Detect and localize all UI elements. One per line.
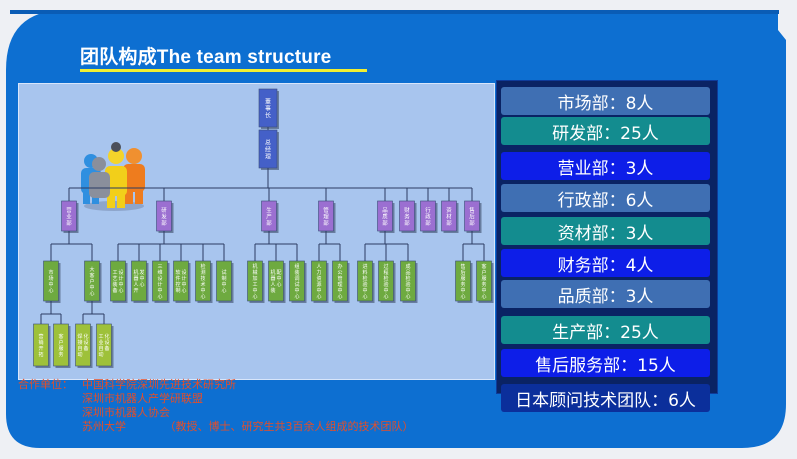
department-count-item: 财务部：4人 <box>501 249 710 277</box>
org-node-subcenter: 工业自动化设备 <box>96 323 114 368</box>
org-node-subcenter: 客户服务 <box>53 323 71 368</box>
department-count-item: 品质部：3人 <box>501 280 710 308</box>
svg-text:机器人装配中心: 机器人装配中心 <box>270 269 281 294</box>
org-node-department: 售后部 <box>464 200 482 233</box>
svg-text:检测技术中心: 检测技术中心 <box>200 263 205 300</box>
svg-text:财务部: 财务部 <box>404 206 410 227</box>
cooperation-notes: 合作单位： 中国科学院深圳先进技术研究所 深圳市机器人产学研联盟 深圳市机器人协… <box>18 378 414 434</box>
org-node-center: 办公管理中心 <box>332 260 350 303</box>
org-node-center: 市场中心 <box>43 260 61 303</box>
department-count-item: 生产部：25人 <box>501 316 710 344</box>
svg-text:行政部: 行政部 <box>425 206 431 227</box>
svg-text:市场中心: 市场中心 <box>48 269 53 294</box>
org-node-department: 品质部 <box>377 200 395 233</box>
svg-text:机械加工中心: 机械加工中心 <box>252 263 257 300</box>
cooperation-row: 深圳市机器人产学研联盟 <box>18 392 414 406</box>
org-node-subcenter: 营销开拓 <box>33 323 51 368</box>
org-node-center: 组装调试中心 <box>289 260 307 303</box>
org-node-center: 客户服务中心 <box>476 260 494 303</box>
svg-text:试制中心: 试制中心 <box>221 269 226 294</box>
org-node-department: 资材部 <box>441 200 459 233</box>
svg-text:客户服务中心: 客户服务中心 <box>481 263 486 300</box>
svg-text:营销开拓: 营销开拓 <box>38 333 43 358</box>
svg-text:客户服务: 客户服务 <box>58 333 63 358</box>
org-node-center: 工艺装备设计中心 <box>110 260 128 303</box>
team-people-icon <box>81 142 145 211</box>
org-node-center: 试制中心 <box>216 260 234 303</box>
org-node-center: 成品检验中心 <box>400 260 418 303</box>
svg-text:售后部: 售后部 <box>469 206 475 227</box>
svg-text:总经理: 总经理 <box>265 139 271 161</box>
org-node-center: 进料检验中心 <box>357 260 375 303</box>
org-node-department: 生产部 <box>261 200 279 233</box>
org-node-chairman: 董事长 <box>258 88 279 129</box>
org-node-department: 管理部 <box>318 200 336 233</box>
svg-text:品质部: 品质部 <box>382 207 388 227</box>
org-node-center: 机器人装配中心 <box>268 260 286 303</box>
cooperation-row: 深圳市机器人协会 <box>18 406 414 420</box>
svg-text:进料检验中心: 进料检验中心 <box>362 263 367 300</box>
cooperation-line: 中国科学院深圳先进技术研究所 <box>82 378 236 391</box>
cooperation-line: 苏州大学 （教授、博士、研究生共3百余人组成的技术团队） <box>82 420 414 433</box>
department-count-item: 行政部：6人 <box>501 184 710 212</box>
svg-text:生产部: 生产部 <box>266 206 272 227</box>
page-title: 团队构成The team structure <box>80 47 332 68</box>
department-count-item: 日本顾问技术团队：6人 <box>501 384 710 412</box>
svg-text:三维设计中心: 三维设计中心 <box>157 264 162 300</box>
org-node-center: 机器人开发中心 <box>131 260 149 303</box>
svg-text:工业自动化设备: 工业自动化设备 <box>98 333 109 358</box>
svg-text:营业部: 营业部 <box>66 206 72 227</box>
svg-text:组装调试中心: 组装调试中心 <box>294 263 299 300</box>
org-node-general-manager: 总经理 <box>258 129 279 170</box>
org-node-center: 三维设计中心 <box>152 260 170 303</box>
title-underline <box>80 69 367 72</box>
svg-text:售后服务中心: 售后服务中心 <box>460 263 465 300</box>
org-node-subcenter: 焊接自动化设备 <box>75 323 93 368</box>
department-count-item: 研发部：25人 <box>501 117 710 145</box>
department-count-item: 市场部：8人 <box>501 87 710 115</box>
svg-text:过程检验中心: 过程检验中心 <box>383 263 388 300</box>
org-node-center: 过程检验中心 <box>378 260 396 303</box>
org-node-center: 检测技术中心 <box>195 260 213 303</box>
svg-text:工艺装备设计中心: 工艺装备设计中心 <box>112 269 123 294</box>
org-node-center: 软件控制设计中心 <box>173 260 191 303</box>
department-count-item: 售后服务部：15人 <box>501 349 710 377</box>
org-node-department: 财务部 <box>399 200 417 233</box>
org-node-center: 售后服务中心 <box>455 260 473 303</box>
svg-text:软件控制设计中心: 软件控制设计中心 <box>175 269 186 294</box>
svg-text:机器人开发中心: 机器人开发中心 <box>133 269 144 294</box>
svg-text:管理部: 管理部 <box>323 206 329 227</box>
svg-text:大客户中心: 大客户中心 <box>89 266 94 297</box>
cooperation-label: 合作单位： <box>18 378 73 391</box>
org-node-department: 研发部 <box>156 200 174 233</box>
org-node-center: 人力资源中心 <box>311 260 329 303</box>
cooperation-row: 苏州大学 （教授、博士、研究生共3百余人组成的技术团队） <box>18 420 414 434</box>
org-node-department: 营业部 <box>61 200 79 233</box>
svg-text:焊接自动化设备: 焊接自动化设备 <box>77 333 88 358</box>
department-count-item: 资材部：3人 <box>501 217 710 245</box>
org-node-department: 行政部 <box>420 200 438 233</box>
cooperation-row: 合作单位： 中国科学院深圳先进技术研究所 <box>18 378 414 392</box>
org-chart: 董事长总经理营业部 研发部 生产部 管理部 品质部 财务部 行政部 资材部 售后部市场中心 大客户… <box>18 83 495 380</box>
org-node-center: 机械加工中心 <box>247 260 265 303</box>
svg-text:成品检验中心: 成品检验中心 <box>405 263 410 300</box>
svg-text:人力资源中心: 人力资源中心 <box>316 264 321 300</box>
cooperation-line: 深圳市机器人协会 <box>82 406 170 419</box>
cooperation-line: 深圳市机器人产学研联盟 <box>82 392 203 405</box>
department-count-item: 营业部：3人 <box>501 152 710 180</box>
org-node-center: 大客户中心 <box>84 260 102 303</box>
svg-text:董事长: 董事长 <box>265 98 271 120</box>
svg-text:研发部: 研发部 <box>161 207 167 227</box>
svg-text:办公管理中心: 办公管理中心 <box>337 263 342 300</box>
svg-text:资材部: 资材部 <box>446 206 452 227</box>
